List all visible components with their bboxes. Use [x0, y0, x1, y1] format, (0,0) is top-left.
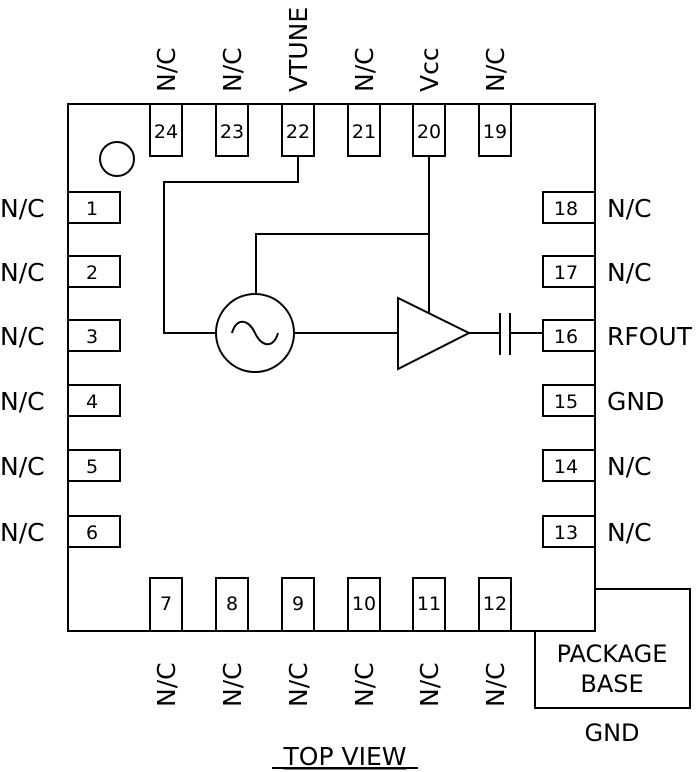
pin-label: N/C	[0, 518, 45, 547]
right-pins: 18 N/C 17 N/C 16 RFOUT 15 GND 14 N/C 13 …	[542, 191, 693, 548]
pin-label: N/C	[415, 662, 444, 707]
pin-19: 19 N/C	[478, 47, 512, 157]
pin-number: 3	[86, 326, 98, 348]
package-base-line1: PACKAGE	[557, 640, 668, 668]
pin-number: 8	[226, 593, 238, 615]
pin-label: N/C	[218, 662, 247, 707]
pin-label: N/C	[218, 47, 247, 92]
pin-14: 14 N/C	[542, 449, 652, 482]
pin-number: 2	[86, 262, 98, 284]
pin1-marker-icon	[99, 141, 135, 177]
pin-number: 1	[86, 198, 98, 220]
pin-11: 11 N/C	[412, 577, 446, 707]
internal-schematic	[163, 156, 543, 373]
oscillator-icon	[215, 293, 295, 373]
pin-label: N/C	[607, 452, 652, 481]
pin-24: 24 N/C	[149, 47, 183, 157]
left-pins: 1 N/C 2 N/C 3 N/C 4 N/C 5 N/C 6 N/C	[0, 191, 121, 548]
pin-number: 11	[417, 593, 441, 615]
pin-label: N/C	[284, 662, 313, 707]
pin-number: 10	[352, 593, 376, 615]
pin-number: 9	[292, 593, 304, 615]
pin-number: 7	[160, 593, 172, 615]
pin-18: 18 N/C	[542, 191, 652, 224]
pin-12: 12 N/C	[478, 577, 512, 707]
pin-number: 12	[483, 593, 507, 615]
pin-15: 15 GND	[542, 384, 664, 417]
pin-number: 24	[154, 121, 178, 143]
pin-label: N/C	[0, 194, 45, 223]
pin-label: N/C	[350, 47, 379, 92]
package-body	[67, 103, 596, 632]
pin-number: 23	[220, 121, 244, 143]
package-base: PACKAGE BASE GND	[534, 588, 691, 747]
pin-label: N/C	[152, 662, 181, 707]
pin-4: 4 N/C	[0, 384, 121, 417]
bottom-pins: 7 N/C 8 N/C 9 N/C 10 N/C 11 N/C 12 N/C	[149, 577, 512, 707]
pin-5: 5 N/C	[0, 449, 121, 482]
pin-2: 2 N/C	[0, 255, 121, 288]
pin-number: 19	[483, 121, 507, 143]
pin-label: N/C	[607, 194, 652, 223]
pin-9: 9 N/C	[281, 577, 315, 707]
top-pins: 24 N/C 23 N/C 22 VTUNE 21 N/C 20 Vcc 19 …	[149, 7, 512, 157]
pin-22: 22 VTUNE	[281, 7, 315, 157]
pin-label: N/C	[481, 662, 510, 707]
pin-label: N/C	[152, 47, 181, 92]
pin-label: N/C	[0, 387, 45, 416]
pin-number: 14	[554, 456, 578, 478]
package-base-gnd-label: GND	[584, 719, 639, 747]
pin-label: N/C	[0, 322, 45, 351]
pin-number: 13	[554, 522, 578, 544]
pin-label: N/C	[481, 47, 510, 92]
pin-10: 10 N/C	[347, 577, 381, 707]
pin-number: 5	[86, 456, 98, 478]
pin-label: N/C	[0, 452, 45, 481]
pin-number: 6	[86, 522, 98, 544]
pin-number: 17	[554, 262, 578, 284]
pin-label: N/C	[0, 258, 45, 287]
top-view-label: TOP VIEW	[283, 742, 407, 771]
pin-13: 13 N/C	[542, 515, 652, 548]
pin-number: 4	[86, 391, 98, 413]
pin-label: N/C	[607, 518, 652, 547]
pin-label: GND	[607, 387, 664, 416]
pin-label: RFOUT	[607, 322, 693, 351]
pin-21: 21 N/C	[347, 47, 381, 157]
amplifier-icon	[397, 296, 472, 371]
pin-number: 20	[417, 121, 441, 143]
pin-3: 3 N/C	[0, 319, 121, 352]
pin-number: 15	[554, 391, 578, 413]
pin-label: Vcc	[415, 47, 444, 92]
vtune-wire	[163, 156, 299, 334]
pin-label: N/C	[350, 662, 379, 707]
pin-1: 1 N/C	[0, 191, 121, 224]
pin-number: 22	[286, 121, 310, 143]
pin-23: 23 N/C	[215, 47, 249, 157]
pin-number: 16	[554, 326, 578, 348]
pin-label: N/C	[607, 258, 652, 287]
package-base-line2: BASE	[580, 670, 643, 698]
pin-20: 20 Vcc	[412, 47, 446, 157]
pin-17: 17 N/C	[542, 255, 652, 288]
pin-label: VTUNE	[284, 7, 313, 92]
pin-number: 21	[352, 121, 376, 143]
pin-7: 7 N/C	[149, 577, 183, 707]
pin-number: 18	[554, 198, 578, 220]
pin-8: 8 N/C	[215, 577, 249, 707]
pin-6: 6 N/C	[0, 515, 121, 548]
pin-16: 16 RFOUT	[542, 319, 693, 352]
vcc-osc-wire	[255, 233, 429, 294]
capacitor-icon	[499, 313, 511, 355]
